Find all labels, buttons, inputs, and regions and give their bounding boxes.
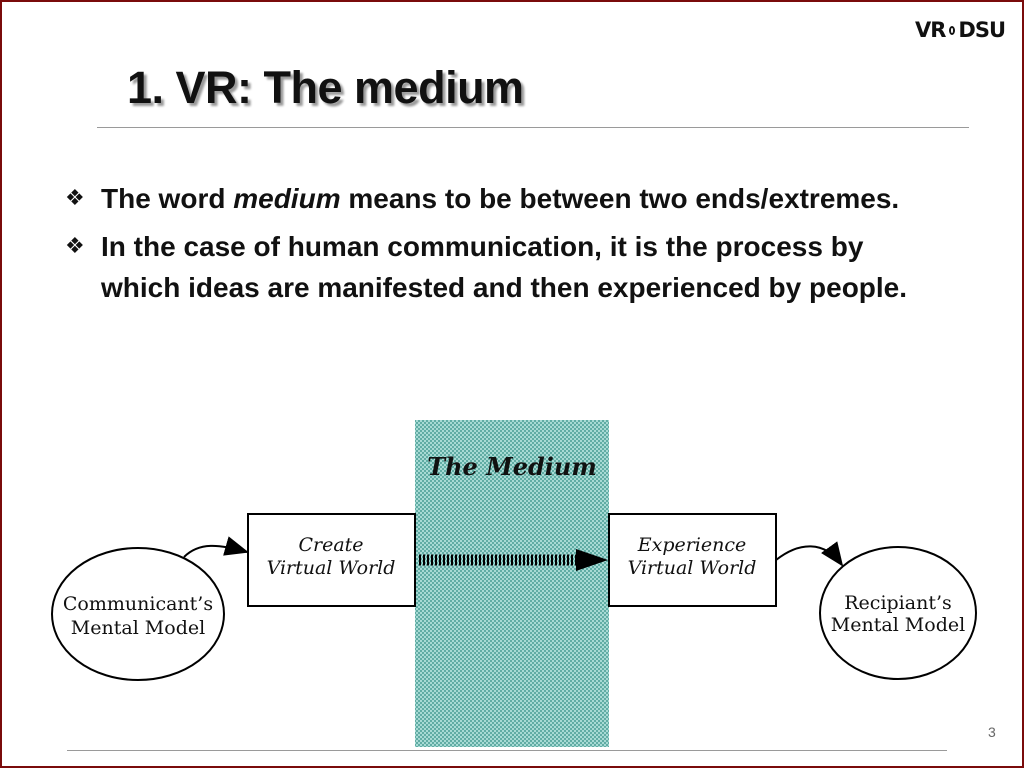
vr-dsu-logo: VR DSU xyxy=(915,16,1006,44)
bullet-text: means to be between two ends/extremes. xyxy=(340,183,900,214)
logo-vr-text: VR xyxy=(915,18,946,42)
medium-arrow-head-icon xyxy=(576,549,608,571)
recipient-label: Recipiant’s xyxy=(844,592,952,614)
diamond-bullet-icon: ❖ xyxy=(65,234,85,259)
bullet-item: ❖ In the case of human communication, it … xyxy=(65,226,935,308)
bullet-item: ❖ The word medium means to be between two… xyxy=(65,178,935,219)
footer-divider xyxy=(67,750,947,751)
logo-dsu-text: DSU xyxy=(958,18,1006,42)
bullet-text: The word xyxy=(101,183,234,214)
medium-diagram: The Medium Communicant’s Mental Model Cr… xyxy=(51,420,977,747)
create-box xyxy=(247,513,416,607)
title-divider xyxy=(97,127,969,128)
create-label: Create xyxy=(298,534,363,556)
experience-box xyxy=(608,513,777,607)
page-number: 3 xyxy=(988,724,996,740)
communicant-label: Communicant’s xyxy=(63,593,213,615)
recipient-label: Mental Model xyxy=(831,614,965,636)
communicant-label: Mental Model xyxy=(71,617,205,639)
communicant-ellipse xyxy=(51,547,225,681)
recipient-ellipse xyxy=(819,546,977,680)
bullet-emphasis: medium xyxy=(233,183,341,214)
experience-to-recipient-arrow xyxy=(775,541,844,567)
logo-circle-icon xyxy=(949,25,956,35)
medium-band xyxy=(415,420,609,747)
create-label: Virtual World xyxy=(267,557,396,579)
medium-label: The Medium xyxy=(427,452,597,481)
experience-label: Virtual World xyxy=(628,557,757,579)
communicant-to-create-arrow xyxy=(183,536,249,558)
diamond-bullet-icon: ❖ xyxy=(65,186,85,211)
bullet-list: ❖ The word medium means to be between two… xyxy=(65,178,935,315)
bullet-text: In the case of human communication, it i… xyxy=(101,231,908,303)
slide-title: 1. VR: The medium xyxy=(127,62,524,113)
experience-label: Experience xyxy=(637,534,747,556)
